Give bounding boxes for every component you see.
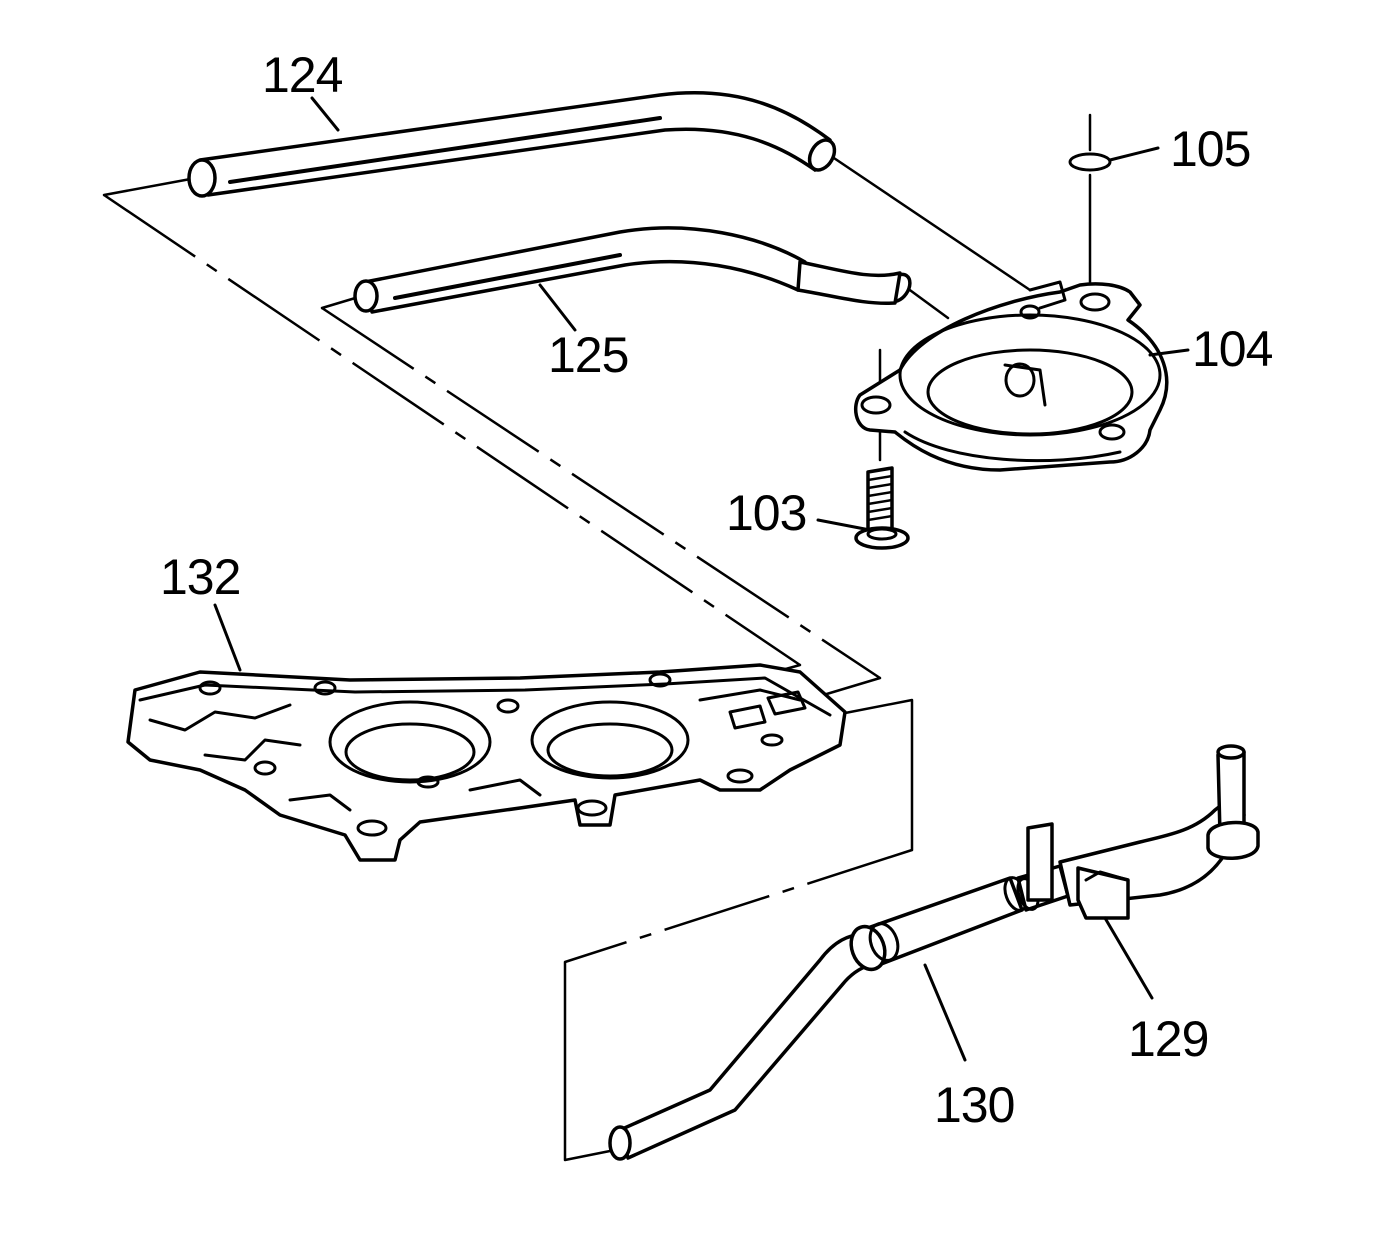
seal-105 xyxy=(1068,152,1112,172)
leader-104 xyxy=(1148,348,1190,357)
callout-129: 129 xyxy=(1128,1011,1208,1067)
leader-124 xyxy=(310,96,340,132)
leader-129 xyxy=(1103,916,1154,1000)
spacer-plate-132 xyxy=(126,663,847,862)
leader-103 xyxy=(816,518,872,532)
leader-130 xyxy=(923,963,967,1062)
callout-130: 130 xyxy=(934,1077,1014,1133)
pipe-129 xyxy=(1026,744,1260,920)
leader-105 xyxy=(1108,146,1160,162)
callout-104: 104 xyxy=(1192,321,1273,377)
routing-lines xyxy=(102,113,1092,1162)
filter-housing-104 xyxy=(853,280,1169,472)
leader-lines xyxy=(213,96,1190,1062)
leader-132 xyxy=(213,603,242,672)
callout-labels: 124 125 105 104 103 132 129 130 xyxy=(160,47,1274,1133)
callout-103: 103 xyxy=(726,485,806,541)
callout-105: 105 xyxy=(1170,121,1250,177)
tube-125 xyxy=(353,226,912,314)
callout-124: 124 xyxy=(262,47,343,103)
leader-125 xyxy=(538,283,577,332)
tube-124 xyxy=(187,91,837,198)
callout-125: 125 xyxy=(548,327,628,383)
callout-132: 132 xyxy=(160,549,240,605)
bolt-103 xyxy=(854,466,910,550)
